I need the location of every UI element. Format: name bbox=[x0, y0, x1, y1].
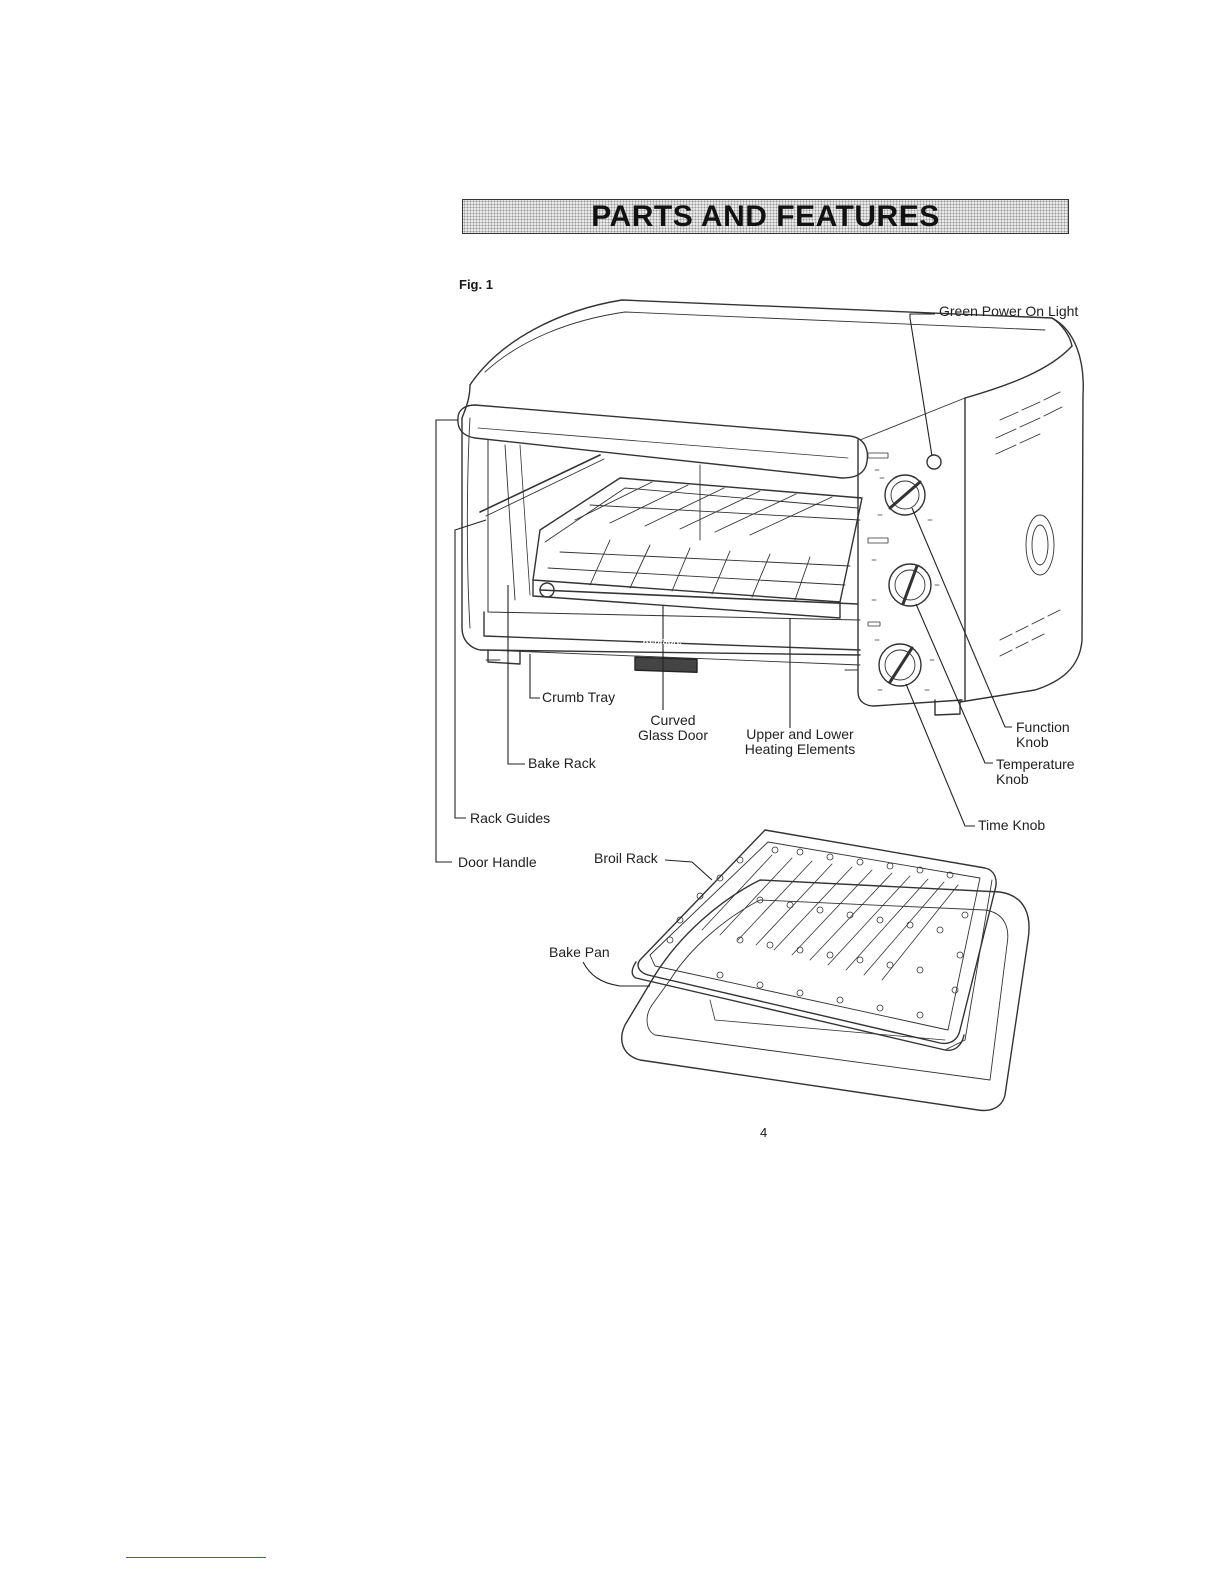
label-curved-glass-door: Curved Glass Door bbox=[628, 713, 718, 743]
time-knob bbox=[879, 644, 921, 686]
label-temperature-knob-line1: Temperature bbox=[996, 757, 1075, 772]
label-heating-elements-line2: Heating Elements bbox=[735, 742, 865, 757]
label-heating-elements: Upper and Lower Heating Elements bbox=[735, 727, 865, 757]
green-power-on-light bbox=[927, 455, 941, 469]
label-heating-elements-line1: Upper and Lower bbox=[735, 727, 865, 742]
label-function-knob: Function Knob bbox=[1016, 720, 1070, 750]
label-green-power-on-light: Green Power On Light bbox=[939, 304, 1078, 319]
label-time-knob: Time Knob bbox=[978, 818, 1045, 833]
label-bake-pan: Bake Pan bbox=[549, 945, 610, 960]
label-broil-rack: Broil Rack bbox=[594, 851, 658, 866]
label-door-handle: Door Handle bbox=[458, 855, 537, 870]
brand-badge: Kenmore bbox=[643, 635, 682, 647]
label-crumb-tray: Crumb Tray bbox=[542, 690, 615, 705]
side-vents bbox=[996, 392, 1062, 656]
broil-rack bbox=[632, 830, 996, 1050]
label-temperature-knob: Temperature Knob bbox=[996, 757, 1075, 787]
temperature-knob bbox=[889, 564, 931, 606]
function-knob bbox=[885, 475, 925, 515]
footnote-rule bbox=[126, 1557, 266, 1558]
label-bake-rack: Bake Rack bbox=[528, 756, 596, 771]
label-curved-glass-door-line1: Curved bbox=[628, 713, 718, 728]
oven-body bbox=[458, 300, 1083, 715]
page-number: 4 bbox=[760, 1125, 767, 1140]
label-rack-guides: Rack Guides bbox=[470, 811, 550, 826]
label-curved-glass-door-line2: Glass Door bbox=[628, 728, 718, 743]
label-function-knob-line2: Knob bbox=[1016, 735, 1070, 750]
label-temperature-knob-line2: Knob bbox=[996, 772, 1075, 787]
label-function-knob-line1: Function bbox=[1016, 720, 1070, 735]
